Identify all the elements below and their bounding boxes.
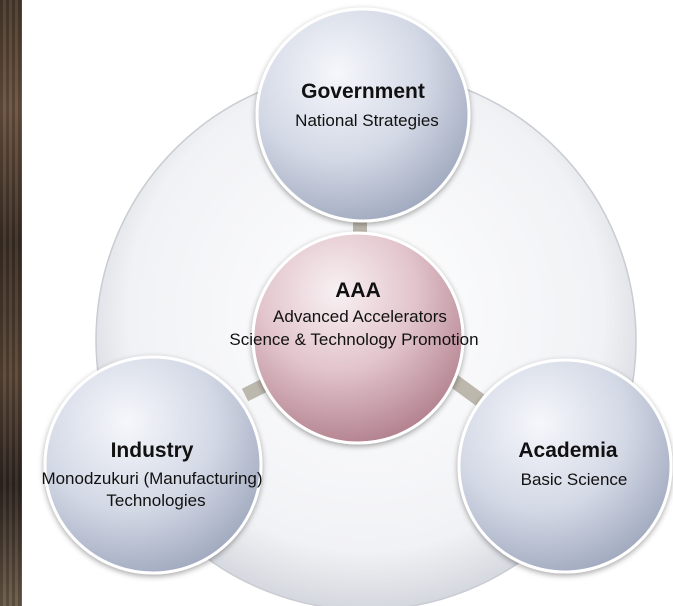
industry-title: Industry — [111, 439, 194, 462]
academia-title: Academia — [518, 439, 618, 462]
center-line-2: Science & Technology Promotion — [229, 330, 478, 349]
node-government — [255, 7, 471, 223]
government-subtitle: National Strategies — [295, 111, 439, 130]
node-industry — [43, 355, 263, 575]
node-academia — [457, 358, 673, 574]
industry-line-1: Monodzukuri (Manufacturing) — [41, 469, 262, 488]
node-center-aaa — [251, 231, 465, 445]
industry-line-2: Technologies — [106, 491, 205, 510]
government-title: Government — [301, 80, 425, 103]
background-photo-strip — [0, 0, 22, 606]
center-title: AAA — [335, 279, 381, 302]
center-line-1: Advanced Accelerators — [273, 307, 447, 326]
academia-subtitle: Basic Science — [521, 470, 628, 489]
